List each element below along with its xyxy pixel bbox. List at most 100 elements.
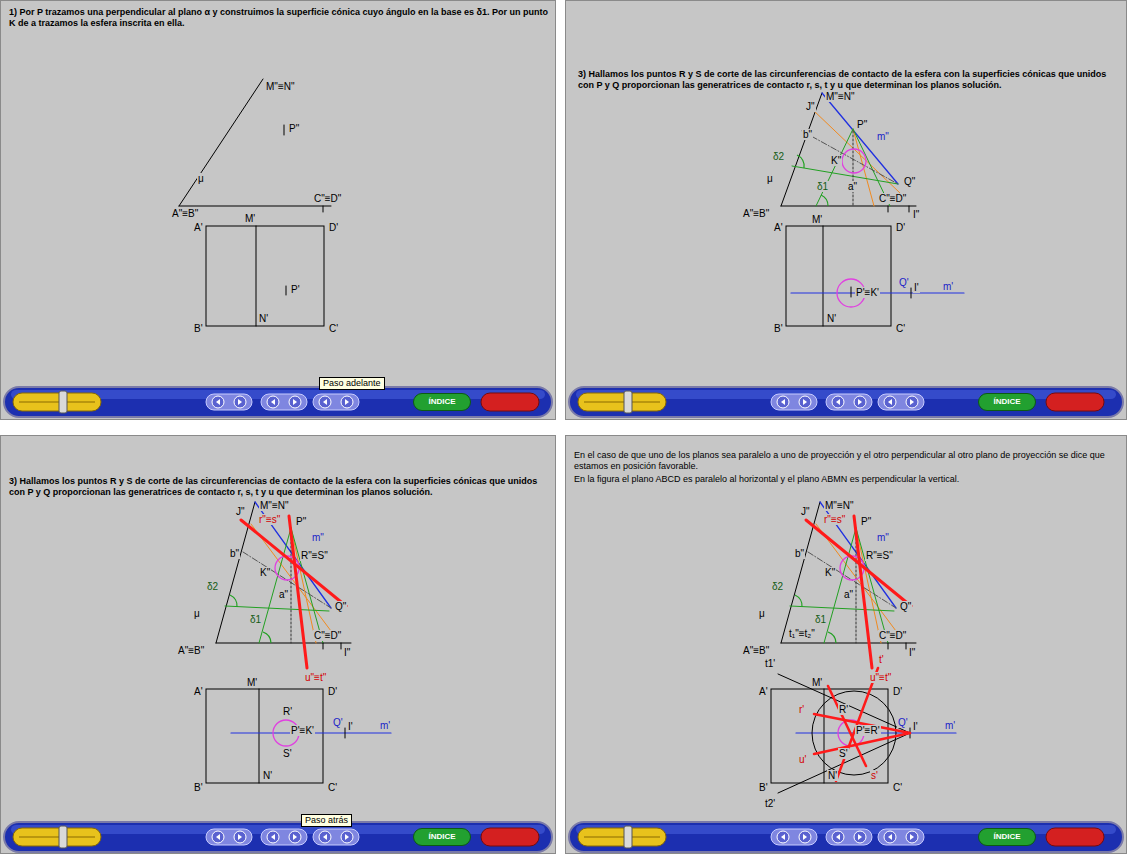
tooltip-text: Paso atrás (305, 815, 348, 825)
point-label: Q" (899, 601, 912, 612)
nav-icon (832, 831, 844, 843)
point-label: μ (197, 173, 205, 184)
nav-button (771, 394, 817, 410)
nav-icon (777, 831, 789, 843)
point-label: μ (193, 608, 201, 619)
construction-line (284, 125, 285, 135)
point-label: t' (878, 654, 885, 665)
point-label: R"≡S" (300, 550, 329, 561)
nav-arrow (888, 399, 892, 405)
point-label: A"≡B" (177, 645, 205, 656)
nav-icon (884, 396, 896, 408)
slider-track (584, 837, 660, 838)
point-label: m' (379, 720, 391, 731)
nav-button (261, 829, 307, 845)
point-label: J" (800, 506, 811, 517)
nav-icon (832, 396, 844, 408)
point-label: u"≡t" (869, 672, 892, 683)
point-label: A' (193, 686, 204, 697)
point-label: A"≡B" (171, 208, 199, 219)
nav-button (771, 829, 817, 845)
point-label: r' (798, 704, 805, 715)
nav-icon (234, 396, 246, 408)
construction-line (856, 528, 881, 643)
point-label: K" (824, 567, 836, 578)
point-label: R' (838, 704, 849, 715)
nav-icon (319, 831, 331, 843)
point-label: C"≡D" (878, 630, 907, 641)
nav-arrow (293, 399, 297, 405)
point-label: B' (758, 782, 769, 793)
nav-icon (854, 831, 866, 843)
point-label: P' (290, 284, 301, 295)
construction-line (179, 79, 263, 206)
point-label: P" (856, 119, 868, 130)
exit-button (481, 828, 539, 846)
angle-arc (797, 155, 804, 168)
point-label: N' (258, 313, 269, 324)
construction-line (853, 131, 854, 206)
instruction-text: 3) Hallamos los puntos R y S de corte de… (9, 476, 549, 498)
nav-arrow (271, 834, 275, 840)
angle-arc (795, 595, 802, 607)
nav-arrow (216, 399, 220, 405)
slider (13, 828, 101, 846)
point-label: D' (892, 686, 903, 697)
exit-button (1046, 828, 1104, 846)
nav-icon (267, 831, 279, 843)
nav-arrow (781, 834, 785, 840)
point-label: R' (282, 706, 293, 717)
nav-button (826, 829, 872, 845)
point-label: K" (259, 567, 271, 578)
construction-line (824, 528, 856, 643)
point-label: m' (944, 720, 956, 731)
construction-line (806, 520, 911, 606)
point-label: b" (802, 129, 813, 140)
point-label: C"≡D" (313, 193, 342, 204)
nav-icon (289, 831, 301, 843)
point-label: A"≡B" (742, 645, 770, 656)
construction-line (255, 502, 331, 608)
point-label: S' (838, 748, 849, 759)
point-label: P'≡K' (855, 287, 880, 298)
construction-line (823, 226, 824, 326)
nav-arrow (910, 399, 914, 405)
point-label: N' (262, 770, 273, 781)
nav-button (313, 394, 359, 410)
nav-arrow (888, 834, 892, 840)
nav-button (206, 829, 252, 845)
point-label: Q' (332, 717, 344, 728)
point-label: δ2 (771, 581, 784, 592)
point-label: K" (830, 155, 842, 166)
point-label: μ (766, 173, 774, 184)
nav-arrow (858, 399, 862, 405)
construction-line (888, 643, 889, 649)
construction-line (851, 287, 852, 297)
nav-icon (854, 396, 866, 408)
construction-line (323, 206, 324, 212)
nav-icon (906, 396, 918, 408)
nav-arrow (803, 399, 807, 405)
construction-line (856, 528, 888, 643)
button-text: ÍNDICE (428, 832, 455, 841)
point-label: I' (912, 721, 919, 732)
point-label: P'≡R' (855, 725, 881, 736)
construction-line (345, 728, 346, 738)
point-label: A' (193, 222, 204, 233)
geometry-drawing (1, 1, 556, 420)
point-label: M' (244, 213, 256, 224)
nav-button (313, 829, 359, 845)
nav-arrow (803, 834, 807, 840)
point-label: u' (798, 754, 807, 765)
construction-line (856, 530, 857, 643)
construction-line (286, 286, 287, 295)
nav-arrow (858, 834, 862, 840)
nav-icon (906, 831, 918, 843)
applet-panel: 3) Hallamos los puntos R y S de corte de… (565, 0, 1127, 420)
index-button: ÍNDICE (413, 393, 471, 411)
applet-panel: 1) Por P trazamos una perpendicular al p… (0, 0, 556, 420)
point-label: a" (278, 589, 289, 600)
construction-line (781, 643, 916, 644)
control-bar (4, 387, 552, 417)
construction-line (291, 528, 323, 643)
